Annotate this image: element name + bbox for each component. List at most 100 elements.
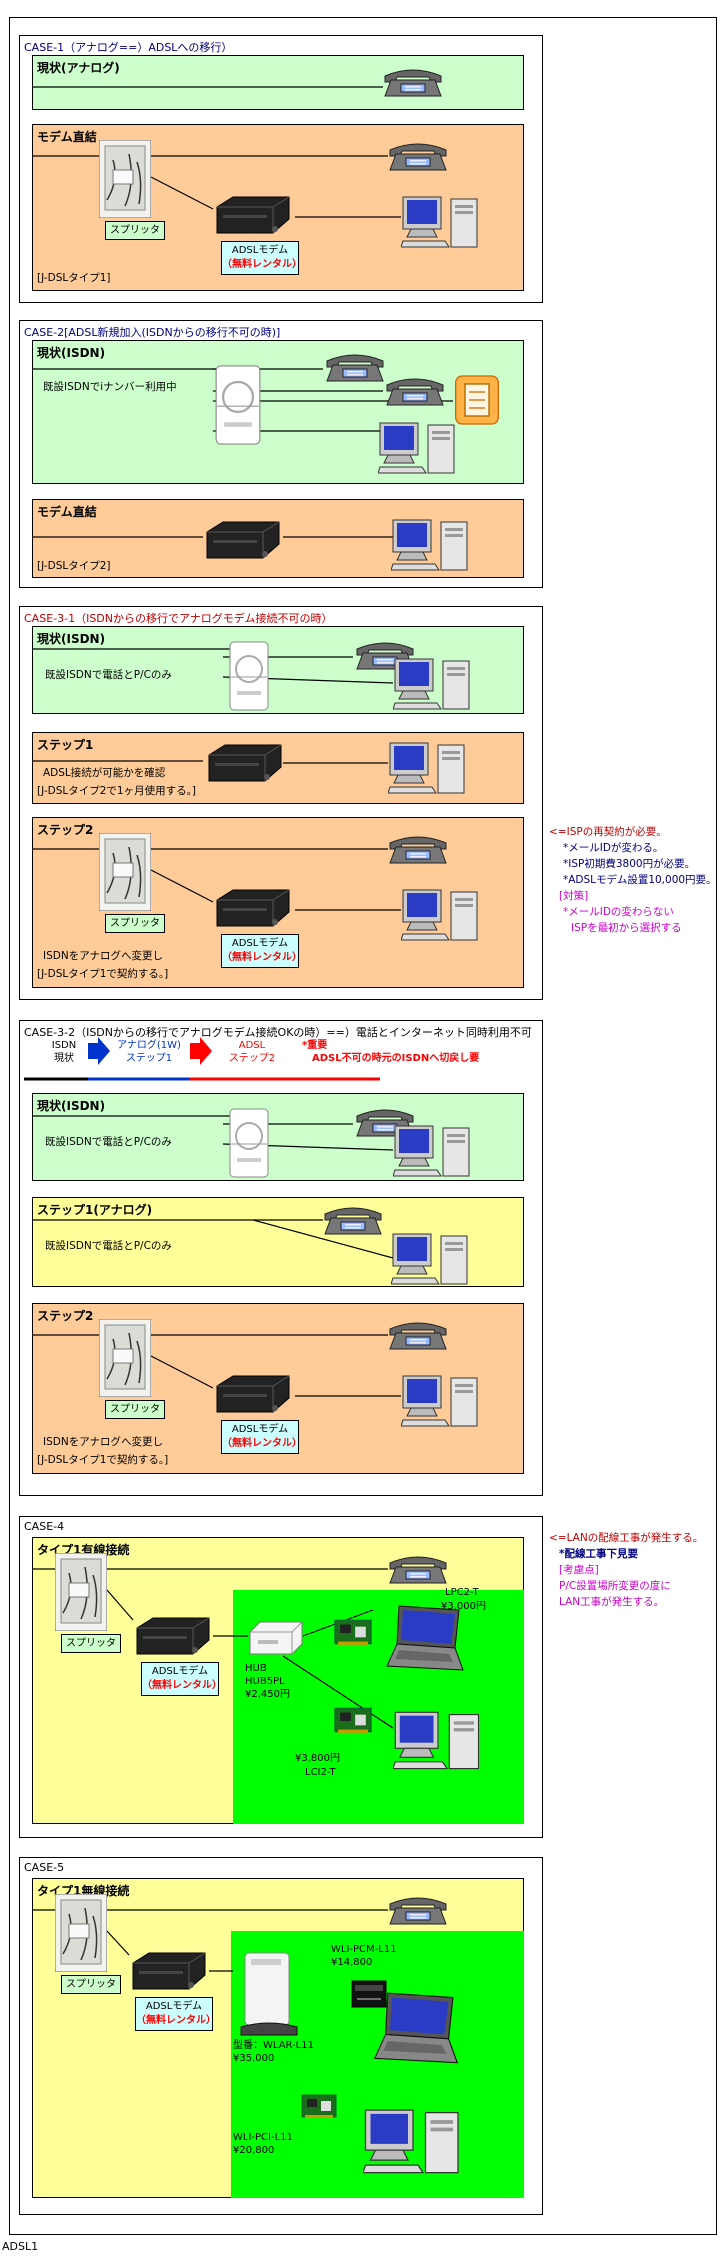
case1-modem-panel: モデム直結 スプリッタ ADSLモデム （無料レンタル） [J-DSLタイプ1] — [32, 124, 524, 291]
pcm-price: ¥14,800 — [331, 1957, 373, 1968]
lci-price: ¥3,800円 — [295, 1753, 340, 1764]
case31-current-panel: 現状(ISDN) 既設ISDNで電話とP/Cのみ — [32, 626, 524, 714]
telephone-icon — [383, 375, 447, 407]
telephone-icon — [386, 1319, 450, 1351]
pci-name: WLI-PCI-L11 — [233, 2132, 293, 2143]
modem-label: ADSLモデム （無料レンタル） — [135, 1997, 216, 2031]
modem-label: ADSLモデム （無料レンタル） — [221, 1420, 302, 1454]
page-frame — [9, 17, 717, 2235]
case32-step1-text: 既設ISDNで電話とP/Cのみ — [45, 1240, 172, 1252]
adsl-modem-icon — [213, 1372, 293, 1416]
case32-step2-panel: ステップ2 スプリッタ ADSLモデム （無料レンタル） ISDNをアナログへ変… — [32, 1303, 524, 1474]
splitter-label: スプリッタ — [105, 1400, 165, 1419]
case31-contract-type1: [J-DSLタイプ1で契約する。] — [37, 968, 169, 980]
case1-modem-title: モデム直結 — [37, 130, 97, 144]
ap-price: ¥35,000 — [233, 2053, 275, 2064]
warning-line1: *重要 — [302, 1040, 328, 1051]
adsl-modem-icon — [129, 1949, 209, 1993]
desktop-pc-icon — [363, 2107, 463, 2177]
modem-label-line2: （無料レンタル） — [222, 952, 302, 963]
case4-box: CASE-4 タイプ1有線接続 スプリッタ LPC2-T ¥3,000円 ADS… — [19, 1516, 543, 1838]
case2-current-title: 現状(ISDN) — [37, 346, 106, 360]
ap-model: 型番：WLAR-L11 — [233, 2040, 314, 2051]
footer-label: ADSL1 — [2, 2240, 39, 2253]
isdn-terminal-adapter-icon — [229, 641, 269, 711]
pci-lan-card-icon — [333, 1704, 373, 1736]
modem-label-line2: （無料レンタル） — [222, 259, 302, 270]
telephone-icon — [381, 66, 445, 98]
case1-title: CASE-1（アナログ==）ADSLへの移行） — [24, 41, 233, 54]
case2-jdsl-text: [J-DSLタイプ2] — [37, 560, 111, 572]
stage-analog: アナログ(1W) ステップ1 — [106, 1039, 192, 1065]
case31-isdn-text: 既設ISDNで電話とP/Cのみ — [45, 669, 172, 681]
lpc-price: ¥3,000円 — [441, 1601, 486, 1612]
splitter-icon — [55, 1894, 107, 1972]
desktop-pc-icon — [401, 195, 481, 250]
case2-box: CASE-2[ADSL新規加入(ISDNからの移行不可の時)] 現状(ISDN)… — [19, 320, 543, 588]
telephone-icon — [323, 351, 387, 383]
stage-adsl-label: ADSL — [238, 1040, 266, 1051]
lpc-name: LPC2-T — [445, 1587, 479, 1598]
modem-label-line1: ADSLモデム — [231, 1424, 289, 1435]
desktop-pc-icon — [391, 518, 471, 573]
case31-step1-text2: [J-DSLタイプ2で1ヶ月使用する。] — [37, 785, 196, 797]
splitter-label: スプリッタ — [61, 1975, 121, 1994]
note-line: P/C設置場所変更の度に — [559, 1580, 671, 1592]
splitter-icon — [99, 1319, 151, 1397]
adsl-modem-icon — [213, 193, 293, 237]
modem-label-line1: ADSLモデム — [145, 2001, 203, 2012]
modem-label: ADSLモデム （無料レンタル） — [221, 934, 302, 968]
stage-adsl: ADSL ステップ2 — [212, 1039, 292, 1065]
splitter-icon — [99, 140, 151, 218]
dsu-device-icon — [453, 373, 501, 427]
case5-panel: タイプ1無線接続 スプリッタ ADSLモデム （無料レンタル） 型番：WLAR-… — [32, 1878, 524, 2198]
case31-title: CASE-3-1（ISDNからの移行でアナログモデム接続不可の時） — [24, 612, 333, 625]
case31-side-note: <=ISPの再契約が必要。 *メールIDが変わる。 *ISP初期費3800円が必… — [549, 824, 717, 936]
warning-line2: ADSL不可の時元のISDNへ切戻し要 — [312, 1053, 480, 1064]
splitter-icon — [99, 833, 151, 911]
case1-jdsl-text: [J-DSLタイプ1] — [37, 272, 111, 284]
telephone-icon — [321, 1204, 385, 1236]
wireless-pci-card-icon — [301, 2091, 337, 2121]
note-line: LAN工事が発生する。 — [559, 1596, 665, 1608]
note-line: *ADSLモデム設置10,000円要。 — [563, 874, 717, 886]
note-line: *メールIDの変わらない — [563, 906, 674, 918]
case2-modem-title: モデム直結 — [37, 505, 97, 519]
case31-step2-panel: ステップ2 スプリッタ ADSLモデム （無料レンタル） ISDNをアナログへ変… — [32, 817, 524, 988]
desktop-pc-icon — [401, 1374, 481, 1429]
case5-box: CASE-5 タイプ1無線接続 スプリッタ ADSLモデム （無料レンタル） 型… — [19, 1857, 543, 2215]
telephone-icon — [386, 1894, 450, 1926]
stage-analog-sub: ステップ1 — [125, 1053, 173, 1064]
case32-isdn-to-analog: ISDNをアナログへ変更し — [43, 1436, 163, 1448]
note-line: [考慮点] — [559, 1564, 599, 1576]
hub-label-b: HUB5PL — [245, 1676, 285, 1687]
modem-label: ADSLモデム （無料レンタル） — [141, 1662, 222, 1696]
case1-current-panel: 現状(アナログ) — [32, 55, 524, 110]
case5-title: CASE-5 — [24, 1861, 65, 1874]
desktop-pc-icon — [393, 657, 473, 712]
case31-step1-panel: ステップ1 ADSL接続が可能かを確認 [J-DSLタイプ2で1ヶ月使用する。] — [32, 732, 524, 804]
modem-label-line1: ADSLモデム — [151, 1666, 209, 1677]
modem-label-line2: （無料レンタル） — [222, 1438, 302, 1449]
wireless-router-icon — [237, 1949, 301, 2037]
lci-name: LCI2-T — [305, 1767, 336, 1778]
case4-side-note: <=LANの配線工事が発生する。 *配線工事下見要 [考慮点] P/C設置場所変… — [549, 1530, 703, 1610]
case2-current-panel: 現状(ISDN) 既設ISDNでiナンバー利用中 — [32, 340, 524, 484]
hub-label: HUB HUB5PL ¥2,450円 — [245, 1662, 290, 1701]
case4-title: CASE-4 — [24, 1520, 65, 1533]
case32-title: CASE-3-2（ISDNからの移行でアナログモデム接続OKの時）==）電話とイ… — [24, 1026, 532, 1039]
note-line: <=LANの配線工事が発生する。 — [549, 1532, 704, 1544]
case32-step1-panel: ステップ1(アナログ) 既設ISDNで電話とP/Cのみ — [32, 1197, 524, 1287]
case32-step1-title: ステップ1(アナログ) — [37, 1203, 153, 1217]
isdn-terminal-adapter-icon — [229, 1108, 269, 1178]
desktop-pc-icon — [378, 421, 458, 476]
desktop-pc-icon — [393, 1710, 483, 1772]
modem-label-line1: ADSLモデム — [231, 245, 289, 256]
case1-current-title: 現状(アナログ) — [37, 61, 120, 75]
pcmcia-lan-card-icon — [333, 1616, 373, 1648]
pci-price: ¥20,800 — [233, 2145, 275, 2156]
hub-icon — [248, 1618, 304, 1658]
case31-step1-text1: ADSL接続が可能かを確認 — [43, 767, 166, 779]
splitter-label: スプリッタ — [105, 914, 165, 933]
stage-isdn-label: ISDN — [51, 1040, 77, 1051]
